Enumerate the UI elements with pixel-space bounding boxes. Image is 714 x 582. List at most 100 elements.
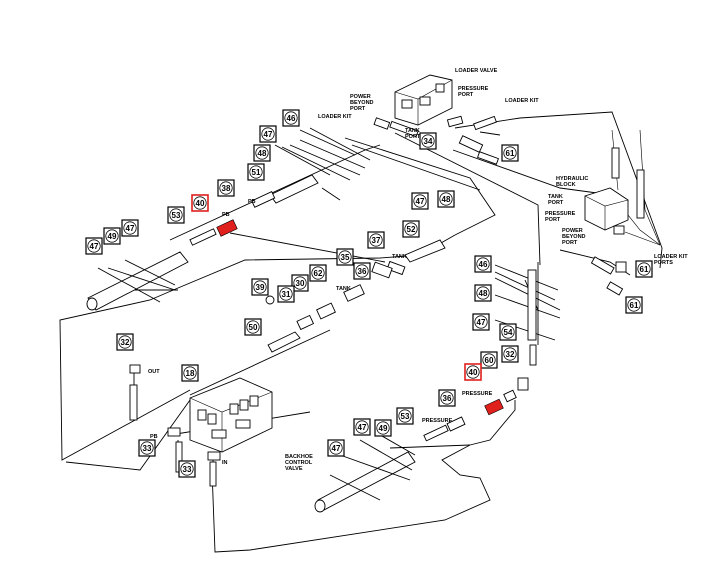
- callout-49: 49: [103, 227, 121, 245]
- label-loader-kit-top-right: LOADER KIT: [505, 98, 539, 104]
- callout-ring: [246, 320, 260, 334]
- callout-47: 47: [327, 439, 345, 457]
- rod-group-upper: [251, 127, 371, 208]
- callout-number: 33: [143, 444, 152, 453]
- callout-frame: [327, 439, 345, 457]
- callout-61: 61: [625, 296, 643, 314]
- callout-ring: [140, 441, 154, 455]
- callout-number: 37: [372, 236, 381, 245]
- callout-frame: [367, 231, 385, 249]
- callout-47: 47: [121, 219, 139, 237]
- label-pb-upper: PB: [222, 212, 230, 218]
- callout-frame: [499, 323, 517, 341]
- callout-number: 40: [469, 368, 478, 377]
- callout-frame: [336, 248, 354, 266]
- callout-53: 53: [396, 407, 414, 425]
- tank-fitting-upper: [386, 239, 446, 276]
- callout-frame: [635, 260, 653, 278]
- callout-number: 36: [443, 394, 452, 403]
- callout-ring: [193, 196, 207, 210]
- callout-ring: [637, 262, 651, 276]
- callout-number: 47: [264, 130, 273, 139]
- hydraulic-block: [584, 147, 645, 296]
- callout-51: 51: [247, 163, 265, 181]
- callout-frame: [251, 278, 269, 296]
- callout-number: 33: [183, 465, 192, 474]
- label-tank-mid2: TANK: [336, 286, 351, 292]
- callout-32: 32: [501, 345, 519, 363]
- callout-number: 32: [121, 338, 130, 347]
- label-loader-kit-ports: LOADER KIT PORTS: [654, 254, 689, 266]
- tank-fitting-mid: [265, 261, 393, 353]
- callout-33: 33: [138, 439, 156, 457]
- label-out: OUT: [148, 369, 160, 375]
- callout-ring: [279, 287, 293, 301]
- callout-61: 61: [501, 144, 519, 162]
- callout-frame: [353, 418, 371, 436]
- callout-ring: [476, 286, 490, 300]
- callout-49: 49: [374, 419, 392, 437]
- callout-ring: [404, 222, 418, 236]
- callout-frame: [309, 264, 327, 282]
- loader-valve: [394, 74, 453, 126]
- callout-36: 36: [438, 389, 456, 407]
- callout-number: 35: [341, 253, 350, 262]
- callout-ring: [476, 257, 490, 271]
- callout-number: 54: [504, 328, 513, 337]
- cylinder-left: [86, 251, 189, 311]
- callout-ring: [284, 111, 298, 125]
- label-pressure-port: PRESSURE PORT: [458, 86, 490, 98]
- label-tank-mid: TANK: [392, 254, 407, 260]
- callout-47: 47: [85, 237, 103, 255]
- callout-36: 36: [353, 262, 371, 280]
- callout-40: 40: [191, 194, 209, 212]
- callout-ring: [338, 250, 352, 264]
- callout-frame: [85, 237, 103, 255]
- label-pb-lower: PB: [150, 434, 158, 440]
- label-loader-kit-top-left: LOADER KIT: [318, 114, 352, 120]
- callout-frame: [474, 284, 492, 302]
- callout-32: 32: [116, 333, 134, 351]
- callout-frame: [191, 194, 209, 212]
- callout-ring: [501, 325, 515, 339]
- callout-ring: [421, 134, 435, 148]
- pressure-red-fitting-lower: [423, 377, 529, 442]
- callout-number: 47: [477, 318, 486, 327]
- callout-frame: [474, 255, 492, 273]
- callout-ring: [466, 365, 480, 379]
- callout-frame: [291, 274, 309, 292]
- callout-frame: [121, 219, 139, 237]
- callout-48: 48: [253, 144, 271, 162]
- loader-kit-fittings-top: [373, 115, 499, 165]
- callout-frame: [480, 351, 498, 369]
- callout-number: 61: [640, 265, 649, 274]
- callout-ring: [503, 146, 517, 160]
- callout-number: 62: [314, 269, 323, 278]
- label-pressure-lower2: PRESSURE: [422, 418, 453, 424]
- callout-ring: [311, 266, 325, 280]
- callout-frame: [411, 192, 429, 210]
- callout-frame: [402, 220, 420, 238]
- label-backhoe-control-valve: BACKHOE CONTROL VALVE: [285, 454, 314, 472]
- callout-48: 48: [474, 284, 492, 302]
- callout-number: 48: [479, 289, 488, 298]
- callout-37: 37: [367, 231, 385, 249]
- callout-62: 62: [309, 264, 327, 282]
- callout-ring: [105, 229, 119, 243]
- components: [86, 74, 645, 513]
- callout-number: 31: [282, 290, 291, 299]
- callout-number: 50: [249, 323, 258, 332]
- callout-ring: [474, 315, 488, 329]
- callout-ring: [123, 221, 137, 235]
- callout-30: 30: [291, 274, 309, 292]
- callout-frame: [259, 125, 277, 143]
- callout-number: 34: [424, 137, 433, 146]
- callout-ring: [255, 146, 269, 160]
- callout-number: 39: [256, 283, 265, 292]
- callout-ring: [503, 347, 517, 361]
- callout-number: 40: [196, 199, 205, 208]
- callout-35: 35: [336, 248, 354, 266]
- callout-frame: [472, 313, 490, 331]
- callout-frame: [244, 318, 262, 336]
